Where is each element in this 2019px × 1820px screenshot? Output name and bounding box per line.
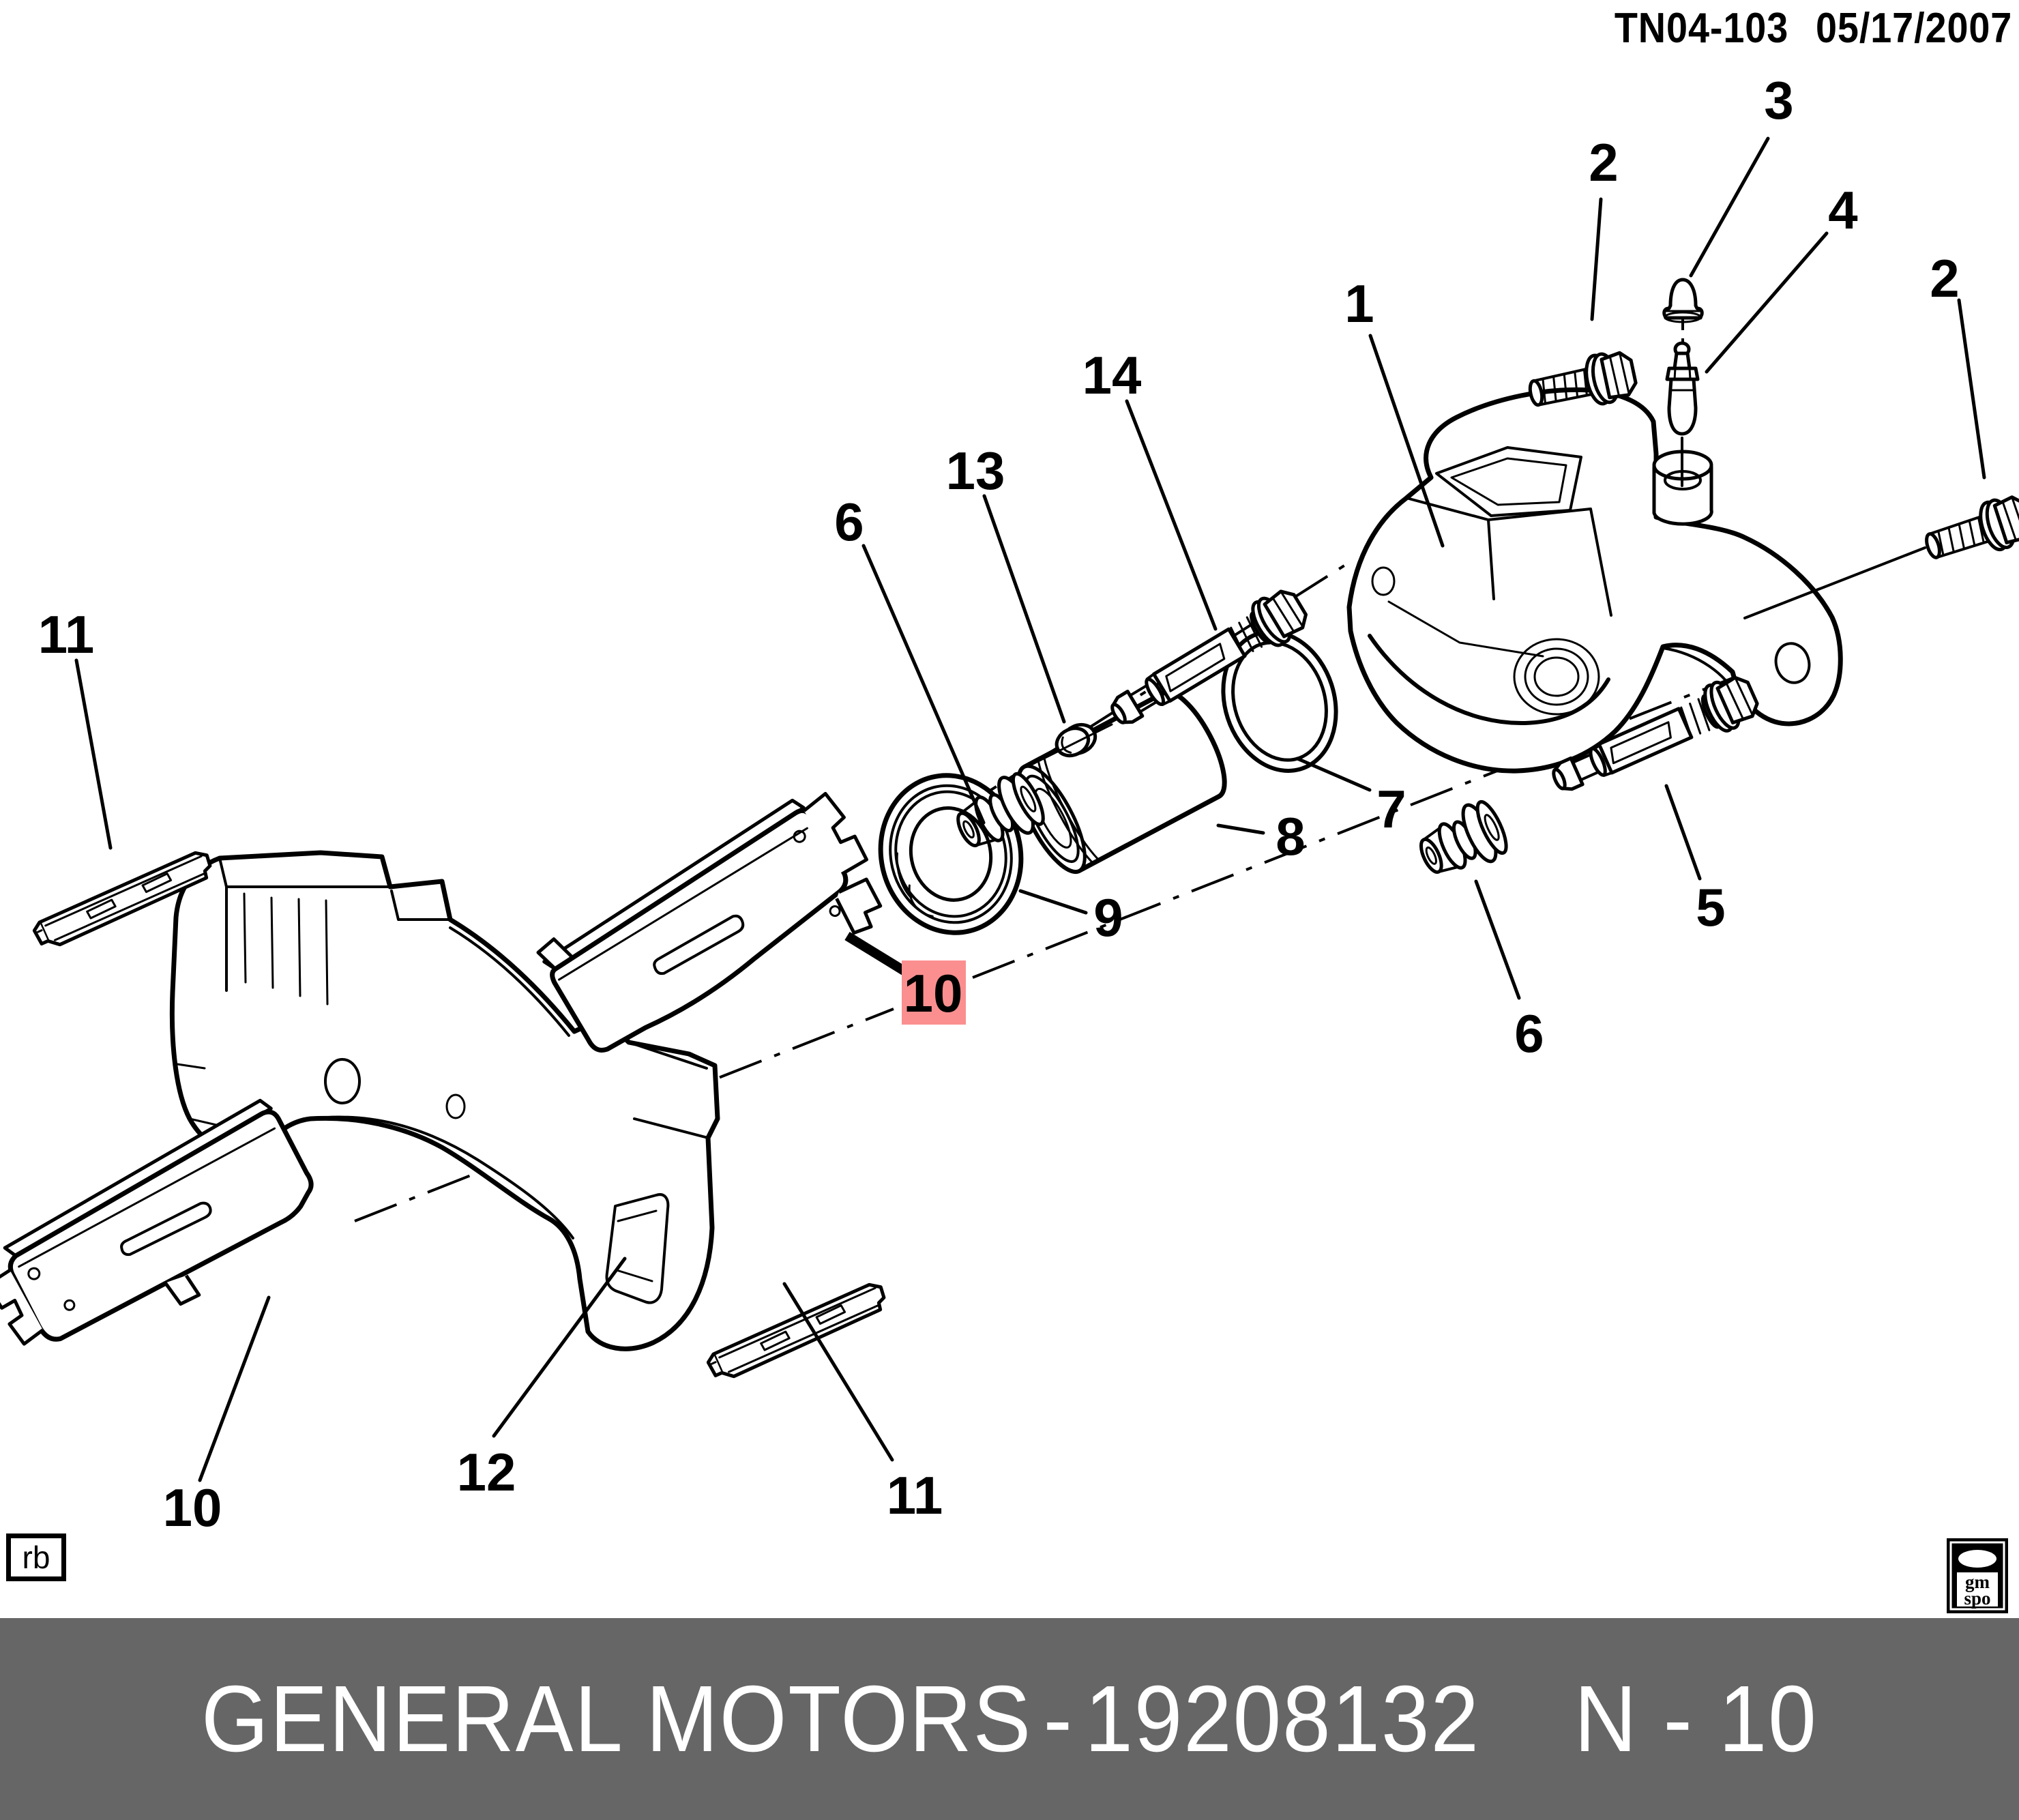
brake-pad-inner (0, 1098, 314, 1346)
callout-14-5[interactable]: 14 (1082, 345, 1142, 405)
doc-code: TN04-103 (1614, 5, 1788, 52)
callout-leader-15 (198, 1295, 271, 1482)
callout-2-1[interactable]: 2 (1589, 132, 1618, 192)
callout-leader-5 (1125, 399, 1218, 631)
guide-pin-boot-right (1411, 796, 1513, 887)
callout-leader-17 (782, 1282, 894, 1462)
logo-line1: gm (1965, 1572, 1990, 1592)
callout-10-15[interactable]: 10 (163, 1478, 222, 1538)
callout-4-3[interactable]: 4 (1828, 180, 1857, 240)
callout-leader-7 (861, 544, 986, 825)
callout-7-9[interactable]: 7 (1376, 779, 1406, 839)
callout-leader-11 (1018, 889, 1088, 915)
stamp-box: rb (6, 1533, 66, 1581)
callout-5-12[interactable]: 5 (1696, 877, 1725, 937)
callout-leader-1 (1590, 197, 1603, 321)
callout-leader-0 (1368, 334, 1445, 548)
callout-leader-8 (74, 658, 113, 850)
callout-leader-6 (982, 494, 1066, 724)
caliper-housing (1346, 387, 1843, 774)
gm-spo-logo: gm spo (1947, 1538, 2008, 1613)
callout-leader-10 (1216, 823, 1265, 835)
footer-part-number: 19208132 (1085, 1666, 1481, 1772)
piston-dust-boot (878, 773, 1024, 935)
callout-2-4[interactable]: 2 (1930, 248, 1959, 308)
callout-11-8[interactable]: 11 (38, 604, 94, 664)
document-header: TN04-103 05/17/2007 (1598, 4, 2012, 53)
footer-text: GENERAL MOTORS - 19208132 N - 10 (201, 1665, 1818, 1774)
footer-separator: - (1043, 1666, 1074, 1772)
footer-brand: GENERAL MOTORS (201, 1666, 1033, 1772)
brake-pad-outer (536, 791, 883, 1053)
footer-bar: GENERAL MOTORS - 19208132 N - 10 (0, 1618, 2019, 1820)
guide-pin-washer (1055, 722, 1097, 758)
callout-1-0[interactable]: 1 (1344, 274, 1374, 334)
callout-3-2[interactable]: 3 (1764, 70, 1793, 130)
pad-retainer-clip-bottom (706, 1281, 889, 1384)
callout-leader-2 (1689, 136, 1770, 278)
mounting-bolt-right (1920, 492, 2019, 571)
bleeder-valve (1665, 341, 1700, 487)
callout-8-10[interactable]: 8 (1276, 806, 1305, 866)
callout-leader-13 (1474, 879, 1521, 1000)
callout-9-11[interactable]: 9 (1093, 887, 1123, 948)
footer-page-ref: N - 10 (1574, 1666, 1818, 1772)
highlighted-callout-box[interactable] (902, 960, 966, 1025)
callout-leader-16 (492, 1257, 627, 1438)
doc-date: 05/17/2007 (1815, 5, 2012, 52)
callout-6-7[interactable]: 6 (834, 492, 864, 552)
callout-leader-12 (1664, 784, 1702, 881)
callout-11-17[interactable]: 11 (887, 1465, 943, 1525)
callout-leader-9 (1295, 757, 1372, 792)
callout-leader-14 (844, 932, 910, 977)
callout-6-13[interactable]: 6 (1514, 1003, 1544, 1063)
callout-12-16[interactable]: 12 (457, 1442, 516, 1502)
callout-10-14[interactable]: 10 (904, 963, 963, 1023)
stamp-text: rb (22, 1540, 50, 1575)
callout-leader-3 (1705, 231, 1829, 374)
callout-leader-4 (1957, 298, 1986, 480)
logo-line2: spo (1964, 1588, 1990, 1609)
bleeder-valve-cap (1662, 278, 1704, 323)
callout-13-6[interactable]: 13 (946, 441, 1005, 501)
